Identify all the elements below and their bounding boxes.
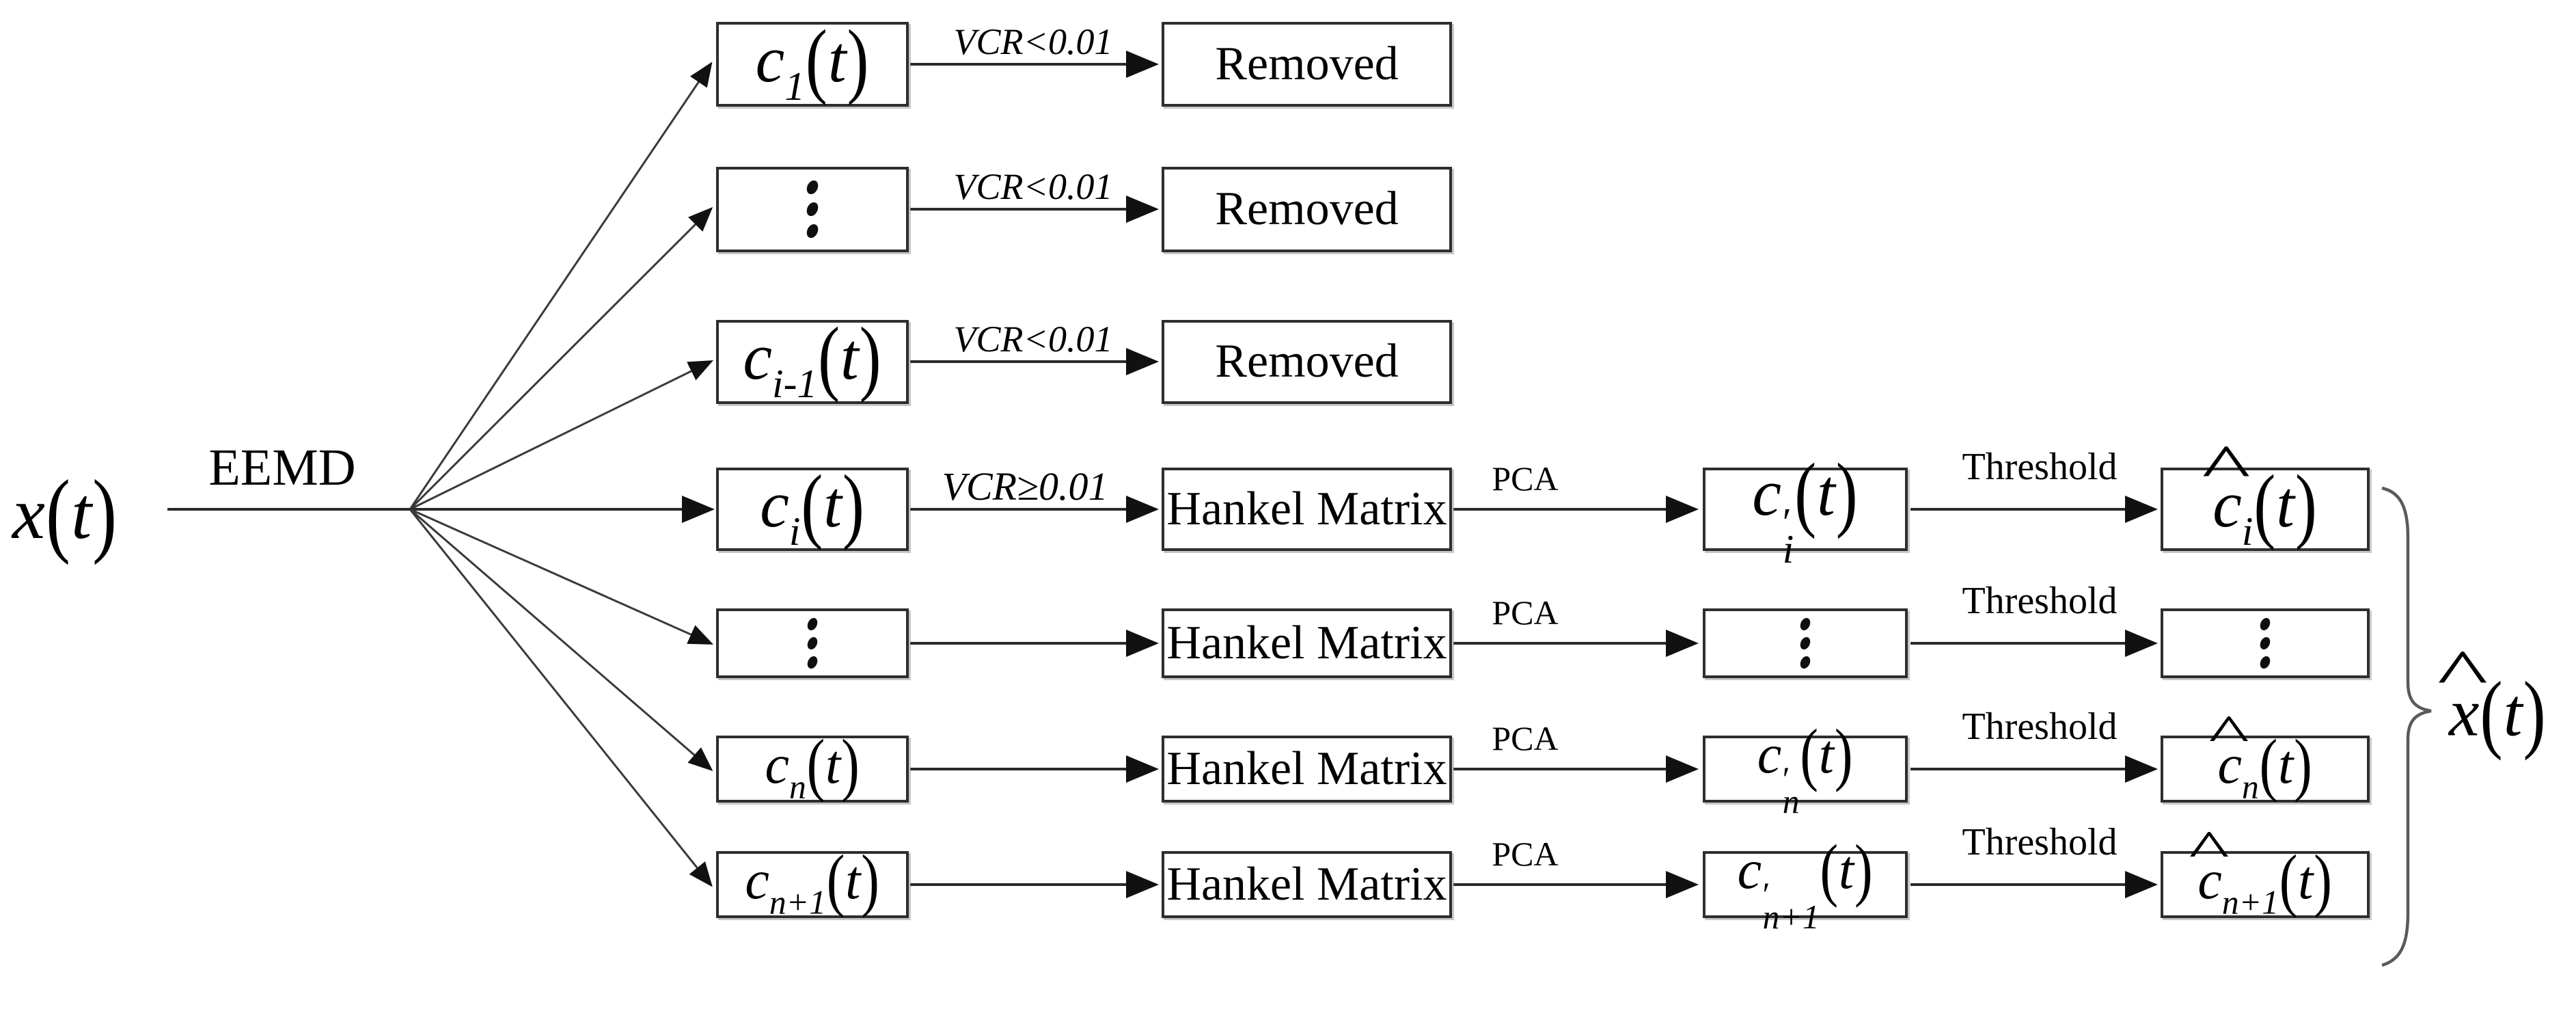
imf-symbol: cn(t) — [765, 726, 860, 806]
hat-accent-wrap: ^c — [2208, 705, 2249, 796]
fan-arrow-imf-ellipsis-lower — [409, 508, 714, 645]
imf-symbol: ci(t) — [760, 457, 864, 554]
stage2-label: Hankel Matrix — [1166, 483, 1447, 535]
vcr-label-imf-1: VCR<0.01 — [953, 21, 1113, 62]
vertical-ellipsis — [806, 618, 819, 669]
pca-output-box-imf-ellipsis-lower — [1703, 608, 1908, 678]
pca-output-box-imf-i: c′i(t) — [1703, 446, 1908, 569]
hat-accent: ^ — [2208, 705, 2249, 764]
vertical-ellipsis — [2259, 618, 2271, 669]
eemd-label: EEMD — [208, 439, 356, 496]
vcr-label-imf-i: VCR≥0.01 — [942, 464, 1108, 509]
fan-arrow-imf-n — [409, 508, 713, 771]
ellipsis-dot — [2259, 618, 2271, 630]
pca-output-symbol: c′n+1(t) — [1737, 831, 1873, 936]
fan-arrow-imf-n+1 — [409, 509, 713, 887]
threshold-label-imf-i: Threshold — [1962, 446, 2118, 488]
threshold-label-imf-ellipsis-lower: Threshold — [1962, 580, 2118, 622]
hat-accent-wrap: ^c — [2202, 431, 2251, 541]
hat-accent: ^ — [2188, 820, 2230, 879]
removed-box-imf-ellipsis-upper: Removed — [1162, 166, 1452, 252]
hat-accent: ^ — [2437, 636, 2489, 710]
ellipsis-dot — [805, 224, 820, 238]
ellipsis-dot — [805, 180, 820, 194]
ellipsis-dot — [806, 656, 819, 669]
fan-arrow-imf-1 — [409, 62, 713, 510]
stage2-label: Removed — [1215, 38, 1399, 90]
hankel-matrix-box-imf-i: Hankel Matrix — [1162, 468, 1452, 551]
imf-box-imf-ellipsis-upper — [716, 166, 909, 252]
vertical-ellipsis — [1799, 618, 1811, 669]
imf-box-imf-ellipsis-lower — [716, 608, 909, 678]
pca-label-imf-ellipsis-lower: PCA — [1492, 593, 1559, 632]
denoised-symbol: ^ci(t) — [2202, 431, 2317, 554]
stage2-label: Hankel Matrix — [1166, 742, 1447, 795]
ellipsis-dot — [806, 618, 819, 630]
denoised-box-imf-ellipsis-lower — [2161, 608, 2370, 678]
hankel-matrix-box-imf-n: Hankel Matrix — [1162, 736, 1452, 803]
pca-output-symbol: c′i(t) — [1752, 445, 1858, 572]
ellipsis-dot — [805, 202, 820, 216]
vcr-label-imf-ellipsis-upper: VCR<0.01 — [953, 166, 1113, 207]
ellipsis-dot — [1799, 656, 1811, 669]
hat-accent-wrap: ^x — [2437, 636, 2489, 751]
denoised-symbol: ^cn+1(t) — [2188, 820, 2332, 922]
stage2-label: Hankel Matrix — [1166, 617, 1447, 669]
imf-symbol: ci-1(t) — [743, 310, 881, 407]
threshold-label-imf-n+1: Threshold — [1962, 821, 2118, 863]
hat-accent-wrap: ^c — [2188, 820, 2230, 911]
threshold-label-imf-n: Threshold — [1962, 705, 2118, 748]
denoised-symbol: ^cn(t) — [2208, 705, 2312, 806]
output-signal-math: ^x(t) — [2437, 636, 2546, 762]
ellipsis-dot — [806, 637, 819, 649]
output-signal-label: ^x(t) — [2437, 636, 2547, 762]
imf-symbol: cn+1(t) — [745, 842, 879, 922]
input-signal-math: x(t) — [12, 461, 118, 566]
imf-box-imf-n+1: cn+1(t) — [716, 842, 909, 922]
stage2-label: Removed — [1215, 335, 1399, 388]
input-signal-label: x(t) — [12, 461, 118, 566]
denoised-box-imf-n: ^cn(t) — [2161, 705, 2370, 806]
stage2-label: Hankel Matrix — [1166, 858, 1447, 911]
ellipsis-dot — [2259, 637, 2271, 649]
pca-output-box-imf-n: c′n(t) — [1703, 716, 1908, 818]
pca-label-imf-n: PCA — [1492, 719, 1559, 757]
summation-brace — [2381, 486, 2432, 967]
hankel-matrix-box-imf-n+1: Hankel Matrix — [1162, 851, 1452, 918]
fan-arrow-imf-ellipsis-upper — [409, 206, 713, 511]
pca-output-box-imf-n+1: c′n+1(t) — [1703, 832, 1908, 934]
ellipsis-dot — [1799, 618, 1811, 630]
denoised-box-imf-i: ^ci(t) — [2161, 431, 2370, 554]
stage2-label: Removed — [1215, 183, 1399, 235]
vcr-label-imf-i-1: VCR<0.01 — [953, 319, 1113, 360]
fan-arrow-imf-i-1 — [409, 360, 714, 511]
pca-label-imf-n+1: PCA — [1492, 835, 1559, 873]
vertical-ellipsis — [805, 180, 820, 238]
removed-box-imf-1: Removed — [1162, 22, 1452, 107]
hankel-matrix-box-imf-ellipsis-lower: Hankel Matrix — [1162, 608, 1452, 678]
imf-box-imf-i-1: ci-1(t) — [716, 310, 909, 407]
ellipsis-dot — [1799, 637, 1811, 649]
imf-box-imf-i: ci(t) — [716, 457, 909, 554]
imf-symbol: c1(t) — [755, 12, 869, 109]
removed-box-imf-i-1: Removed — [1162, 319, 1452, 404]
imf-box-imf-n: cn(t) — [716, 726, 909, 806]
imf-box-imf-1: c1(t) — [716, 12, 909, 109]
hat-accent: ^ — [2202, 431, 2251, 502]
denoised-box-imf-n+1: ^cn+1(t) — [2161, 820, 2370, 922]
ellipsis-dot — [2259, 656, 2271, 669]
pca-output-symbol: c′n(t) — [1757, 716, 1853, 820]
pca-label-imf-i: PCA — [1492, 459, 1559, 498]
